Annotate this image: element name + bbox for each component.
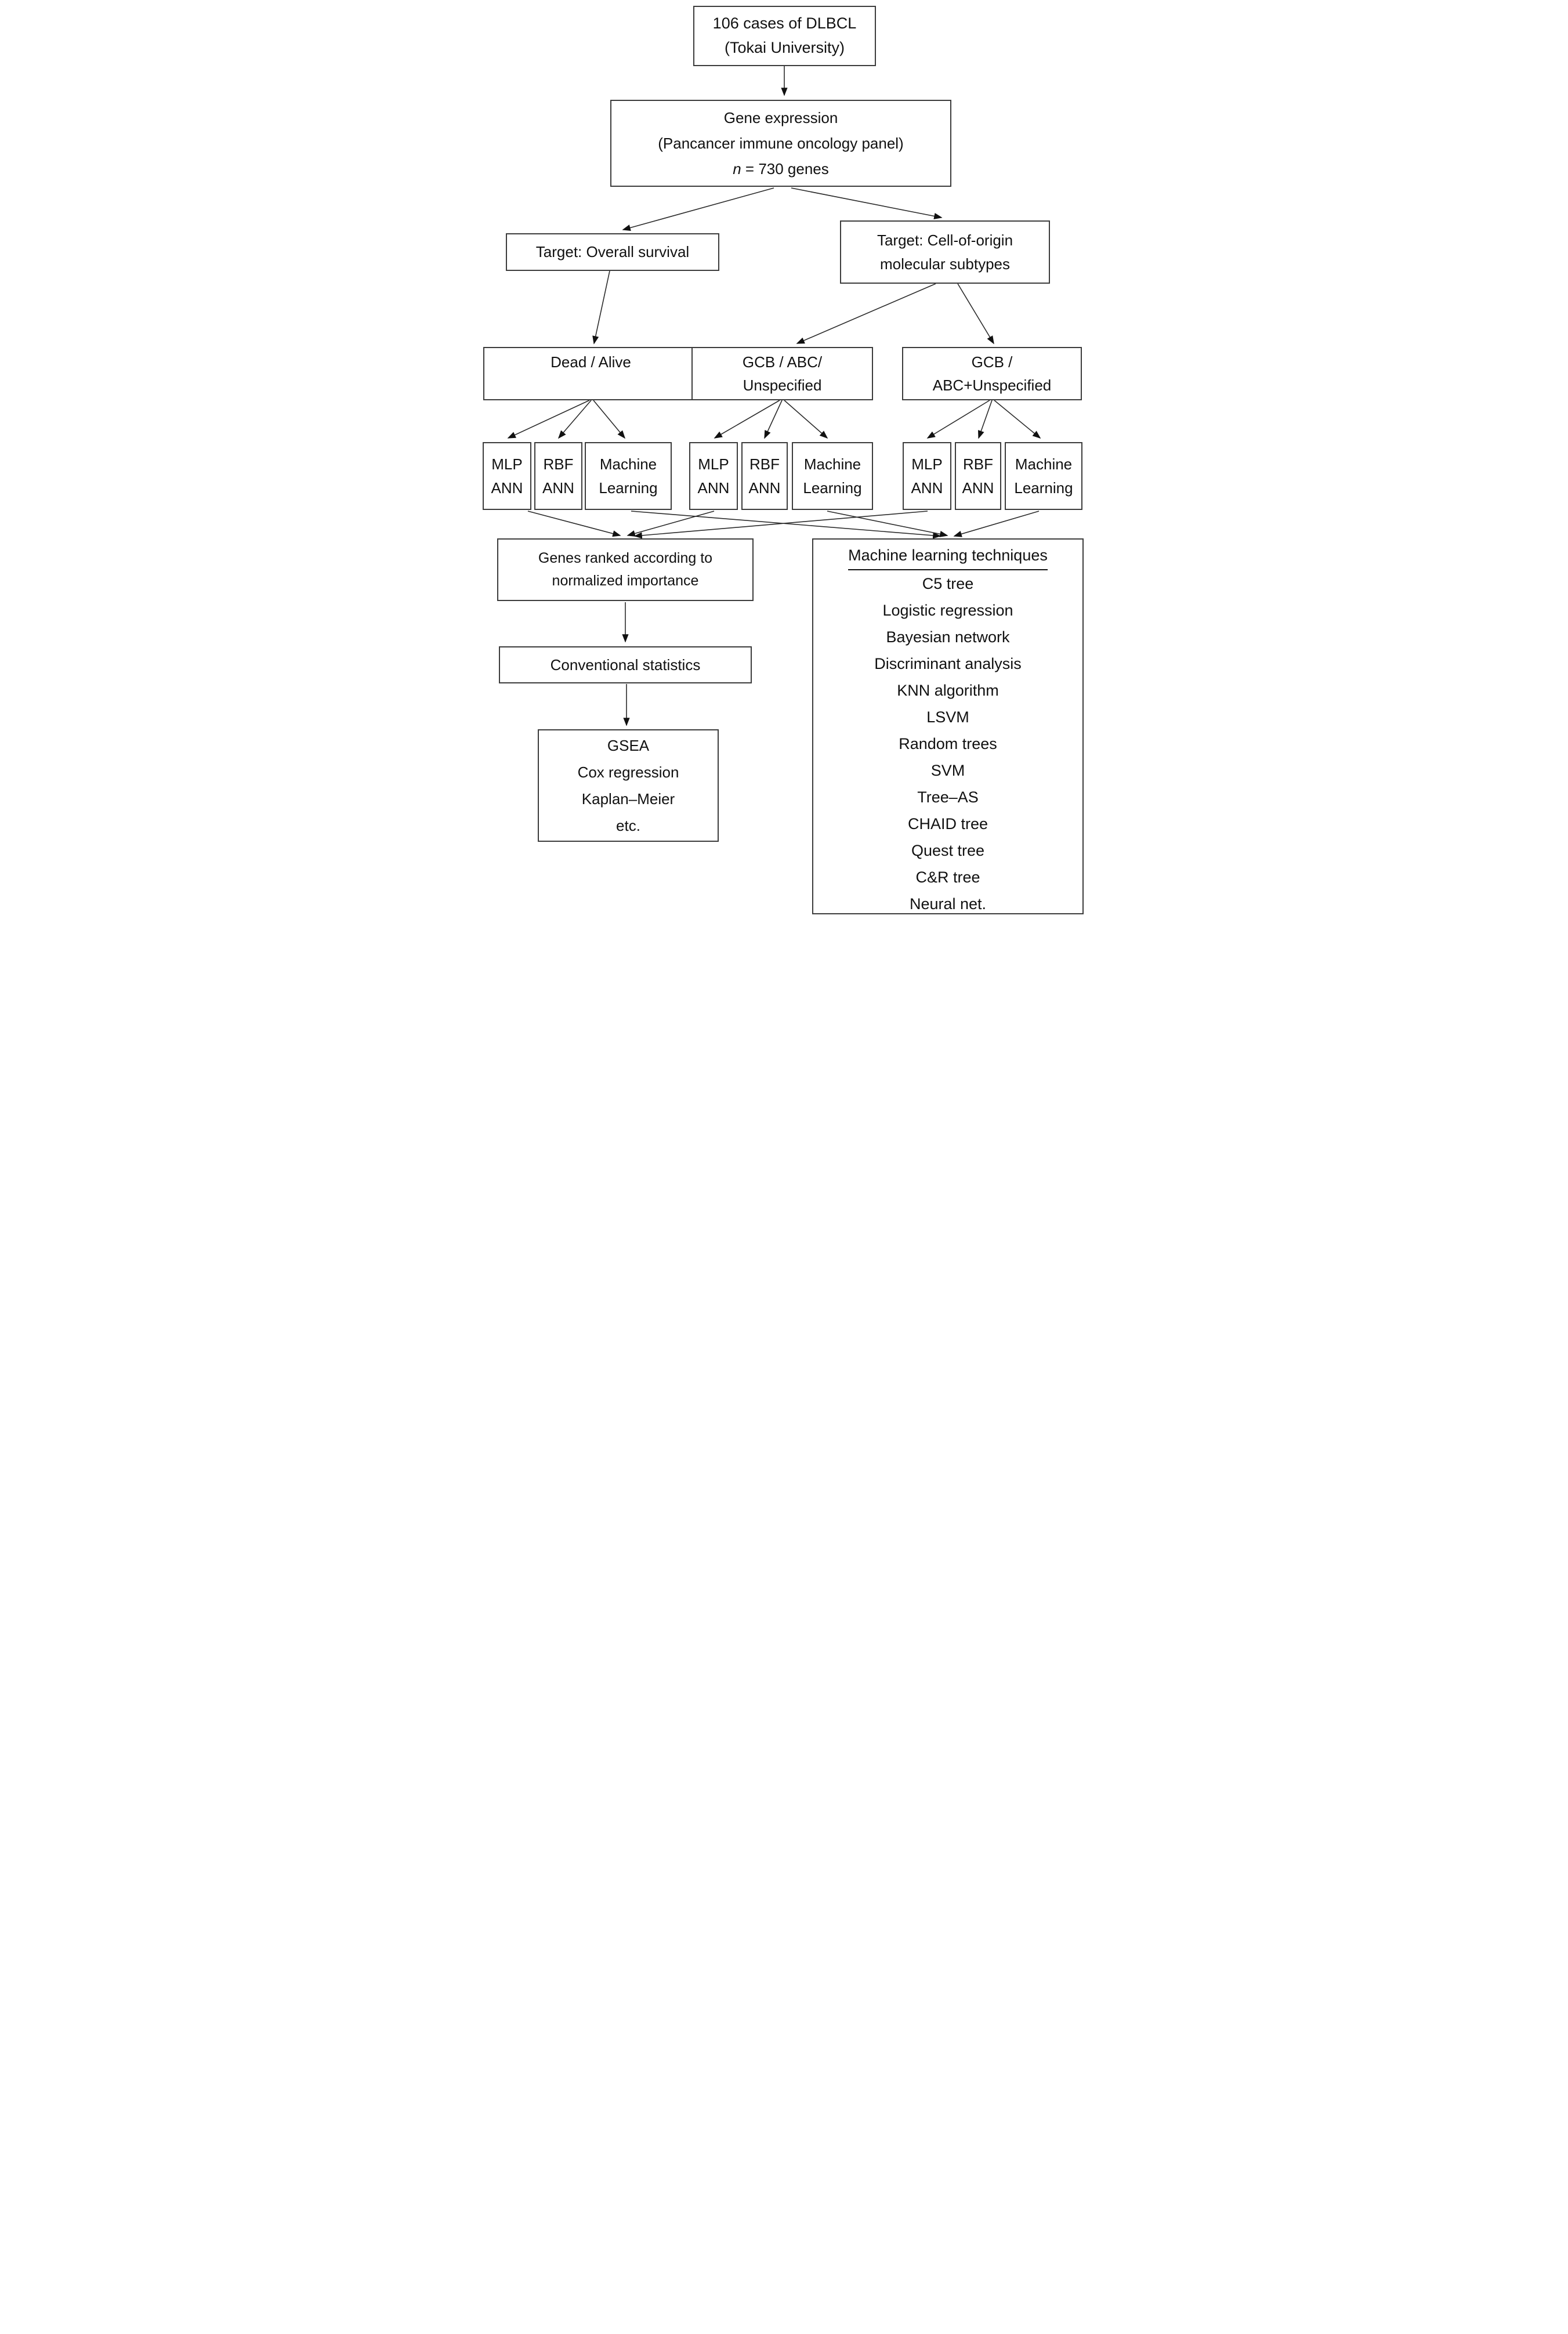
node-target-coo-line1: Target: Cell-of-origin	[877, 231, 1013, 249]
ml-technique-item: CHAID tree	[907, 815, 988, 833]
node-gene-line1: Gene expression	[723, 109, 838, 126]
mlp2-line2: ANN	[697, 479, 730, 497]
node-gcb-abcplus-unspecified: GCB / ABC+Unspecified	[902, 347, 1082, 400]
arrow-gcbabcplus-to-rbf3	[977, 400, 993, 439]
node-gsea-line1: GSEA	[607, 737, 650, 754]
node-gsea-line2: Cox regression	[577, 763, 679, 781]
arrow-coo-to-gcb-abc	[796, 283, 936, 344]
node-gsea-line4: etc.	[616, 817, 640, 834]
rbf2-line2: ANN	[748, 479, 781, 497]
arrow-mlp1-to-genes-ranked	[527, 511, 621, 537]
arrow-ml2-to-techniques	[827, 511, 948, 537]
node-gcb-abcplus-line1: GCB /	[971, 353, 1013, 371]
ml1-line1: Machine	[599, 455, 657, 473]
ml3-line2: Learning	[1014, 479, 1073, 497]
n-variable: n	[733, 160, 741, 178]
node-rbf-ann-1: RBF ANN	[534, 442, 582, 510]
node-genes-ranked-line2: normalized importance	[552, 573, 699, 589]
rbf1-line2: ANN	[542, 479, 574, 497]
node-target-survival: Target: Overall survival	[506, 233, 719, 271]
arrow-gcbabcplus-to-ml3	[994, 400, 1041, 439]
ml-technique-item: Discriminant analysis	[874, 655, 1022, 672]
arrow-ml1-to-techniques	[631, 511, 941, 539]
node-genes-ranked-line1: Genes ranked according to	[538, 550, 713, 567]
arrow-gcbabcplus-to-mlp3	[926, 400, 990, 439]
ml-technique-item: Random trees	[899, 735, 997, 752]
ml2-line2: Learning	[803, 479, 862, 497]
arrow-gene-to-target-coo	[791, 187, 943, 220]
node-gene-line2: (Pancancer immune oncology panel)	[658, 135, 904, 152]
arrow-deadalive-to-mlp1	[507, 400, 590, 439]
node-gene-expression: Gene expression (Pancancer immune oncolo…	[610, 100, 951, 187]
rbf1-line1: RBF	[543, 455, 574, 473]
rbf3-line1: RBF	[963, 455, 993, 473]
ml2-line1: Machine	[803, 455, 861, 473]
node-cases-line2: (Tokai University)	[724, 39, 845, 56]
node-gcb-abc-line1: GCB / ABC/	[742, 353, 823, 371]
rbf2-line1: RBF	[749, 455, 780, 473]
node-mlp-ann-2: MLP ANN	[689, 442, 738, 510]
node-conventional-stats: Conventional statistics	[499, 646, 752, 683]
arrow-ml3-to-techniques	[953, 511, 1040, 537]
node-conventional-stats-label: Conventional statistics	[550, 656, 701, 674]
node-gsea: GSEA Cox regression Kaplan–Meier etc.	[538, 729, 719, 842]
arrow-gene-to-target-survival	[622, 187, 774, 231]
node-mlp-ann-1: MLP ANN	[483, 442, 531, 510]
mlp3-line2: ANN	[911, 479, 943, 497]
n-count: = 730 genes	[741, 160, 829, 178]
node-rbf-ann-3: RBF ANN	[955, 442, 1001, 510]
rbf3-line2: ANN	[962, 479, 994, 497]
arrow-gcbabc-to-rbf2	[764, 400, 783, 439]
arrow-mlp2-to-genes-ranked	[627, 511, 715, 537]
node-mlp-ann-3: MLP ANN	[903, 442, 951, 510]
arrow-gcbabc-to-ml2	[784, 400, 828, 439]
ml-techniques-title: Machine learning techniques	[848, 542, 1048, 570]
ml-technique-item: SVM	[930, 762, 965, 779]
ml-technique-item: KNN algorithm	[897, 682, 999, 699]
node-gcb-abcplus-line2: ABC+Unspecified	[932, 377, 1052, 395]
node-target-coo-line2: molecular subtypes	[880, 255, 1010, 273]
ml-technique-item: Quest tree	[911, 842, 985, 859]
node-genes-ranked: Genes ranked according to normalized imp…	[497, 538, 754, 601]
node-machine-learning-1: Machine Learning	[585, 442, 672, 510]
mlp1-line2: ANN	[491, 479, 523, 497]
ml1-line2: Learning	[599, 479, 658, 497]
node-target-survival-label: Target: Overall survival	[535, 243, 690, 261]
mlp3-line1: MLP	[911, 455, 943, 473]
ml-technique-item: Tree–AS	[917, 788, 979, 806]
ml-technique-item: LSVM	[926, 708, 969, 726]
node-rbf-ann-2: RBF ANN	[741, 442, 788, 510]
flowchart-canvas: 106 cases of DLBCL (Tokai University) Ge…	[476, 0, 1092, 918]
ml-technique-item: Logistic regression	[882, 602, 1013, 619]
arrow-gcbabc-to-mlp2	[714, 400, 780, 439]
mlp2-line1: MLP	[698, 455, 729, 473]
ml-technique-item: C5 tree	[922, 575, 974, 592]
node-dead-alive-label: Dead / Alive	[551, 353, 631, 371]
node-gcb-abc-line2: Unspecified	[743, 377, 822, 395]
arrow-mlp3-to-genes-ranked	[633, 511, 928, 539]
arrow-deadalive-to-ml1	[593, 400, 626, 439]
node-ml-techniques: Machine learning techniques C5 tree Logi…	[812, 538, 1084, 914]
ml-technique-item: Bayesian network	[886, 628, 1010, 646]
node-cases-line1: 106 cases of DLBCL	[712, 15, 857, 32]
node-gsea-line3: Kaplan–Meier	[581, 790, 675, 808]
ml-technique-item: Neural net.	[909, 895, 987, 913]
node-dead-alive: Dead / Alive	[483, 347, 698, 400]
node-gene-line3: n = 730 genes	[733, 156, 829, 182]
node-cases: 106 cases of DLBCL (Tokai University)	[693, 6, 876, 66]
node-target-coo: Target: Cell-of-origin molecular subtype…	[840, 220, 1050, 284]
mlp1-line1: MLP	[491, 455, 523, 473]
arrow-deadalive-to-rbf1	[557, 400, 592, 439]
node-gcb-abc-unspecified: GCB / ABC/ Unspecified	[691, 347, 873, 400]
arrow-coo-to-gcb-abcplus	[957, 283, 994, 345]
ml3-line1: Machine	[1015, 455, 1073, 473]
ml-technique-item: C&R tree	[915, 869, 980, 886]
node-machine-learning-2: Machine Learning	[792, 442, 873, 510]
node-machine-learning-3: Machine Learning	[1005, 442, 1082, 510]
arrow-survival-to-dead-alive	[592, 270, 610, 345]
